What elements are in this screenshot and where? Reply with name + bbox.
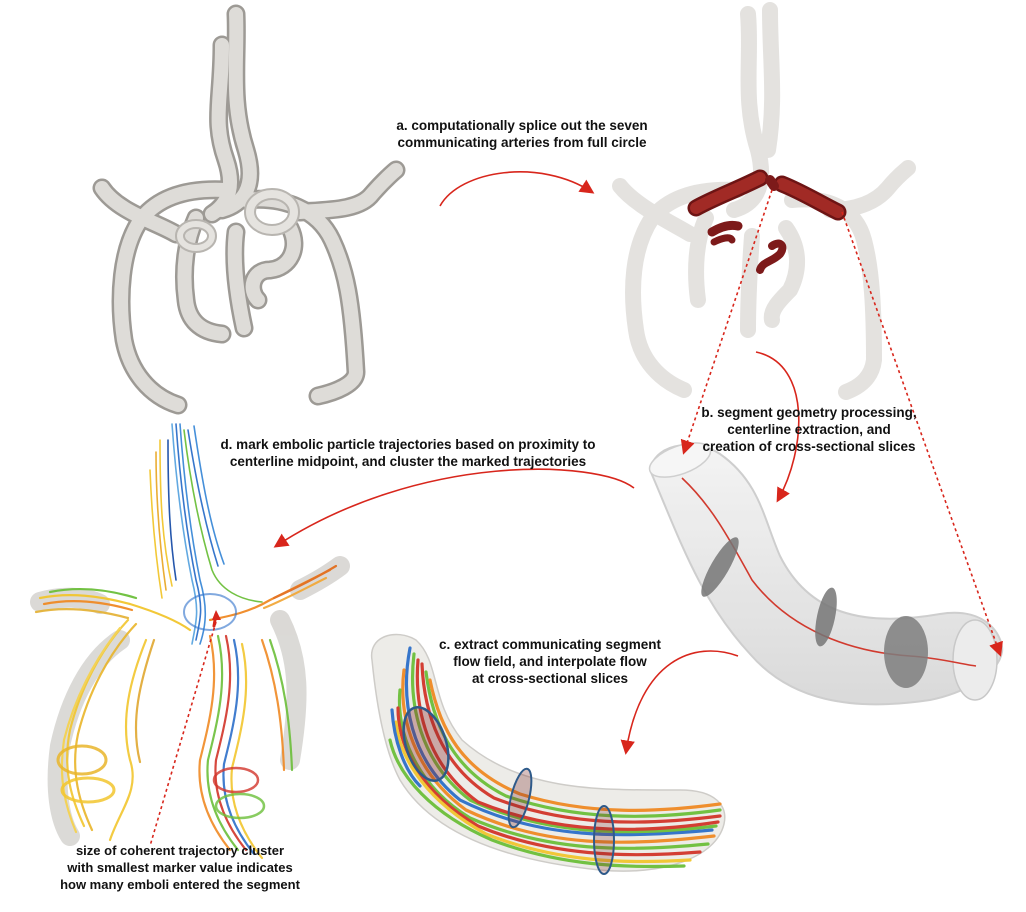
caption-d-line-2: centerline midpoint, and cluster the mar… bbox=[229, 454, 587, 469]
caption-e-line-2: with smallest marker value indicates bbox=[67, 860, 293, 875]
dotted-arrow-right bbox=[841, 211, 1003, 657]
trajectory-cluster-model bbox=[30, 423, 350, 860]
circle-of-willis-model bbox=[92, 4, 406, 415]
caption-step-b: b. segment geometry processing, centerli… bbox=[700, 404, 918, 455]
caption-c-line-2: flow field, and interpolate flow bbox=[453, 654, 647, 669]
arrow-b bbox=[755, 351, 800, 503]
caption-b-line-1: b. segment geometry processing, bbox=[701, 405, 917, 420]
caption-a-line-2: communicating arteries from full circle bbox=[397, 135, 647, 150]
caption-b-line-3: creation of cross-sectional slices bbox=[702, 439, 916, 454]
caption-step-c: c. extract communicating segment flow fi… bbox=[400, 636, 700, 687]
caption-c-line-3: at cross-sectional slices bbox=[471, 671, 629, 686]
caption-cluster-note: size of coherent trajectory cluster with… bbox=[20, 842, 340, 893]
extracted-segments-model bbox=[612, 2, 916, 400]
flow-streamlines-tube bbox=[371, 633, 726, 875]
flow-arrows bbox=[149, 171, 1003, 847]
arrow-d bbox=[273, 468, 635, 548]
caption-step-a: a. computationally splice out the seven … bbox=[372, 117, 672, 151]
red-communicating-segments bbox=[687, 169, 847, 274]
caption-e-line-1: size of coherent trajectory cluster bbox=[75, 843, 285, 858]
caption-a-line-1: a. computationally splice out the seven bbox=[396, 118, 648, 133]
segment-tube-with-slices bbox=[648, 442, 1004, 706]
dotted-arrow-left bbox=[680, 189, 773, 455]
arrow-a bbox=[439, 171, 595, 207]
caption-c-line-1: c. extract communicating segment bbox=[438, 637, 662, 652]
caption-d-line-1: d. mark embolic particle trajectories ba… bbox=[220, 437, 596, 452]
caption-step-d: d. mark embolic particle trajectories ba… bbox=[198, 436, 618, 470]
caption-b-line-2: centerline extraction, and bbox=[727, 422, 891, 437]
arrow-c bbox=[620, 650, 739, 755]
dotted-arrow-cluster bbox=[149, 621, 217, 847]
caption-e-line-3: how many emboli entered the segment bbox=[60, 877, 300, 892]
